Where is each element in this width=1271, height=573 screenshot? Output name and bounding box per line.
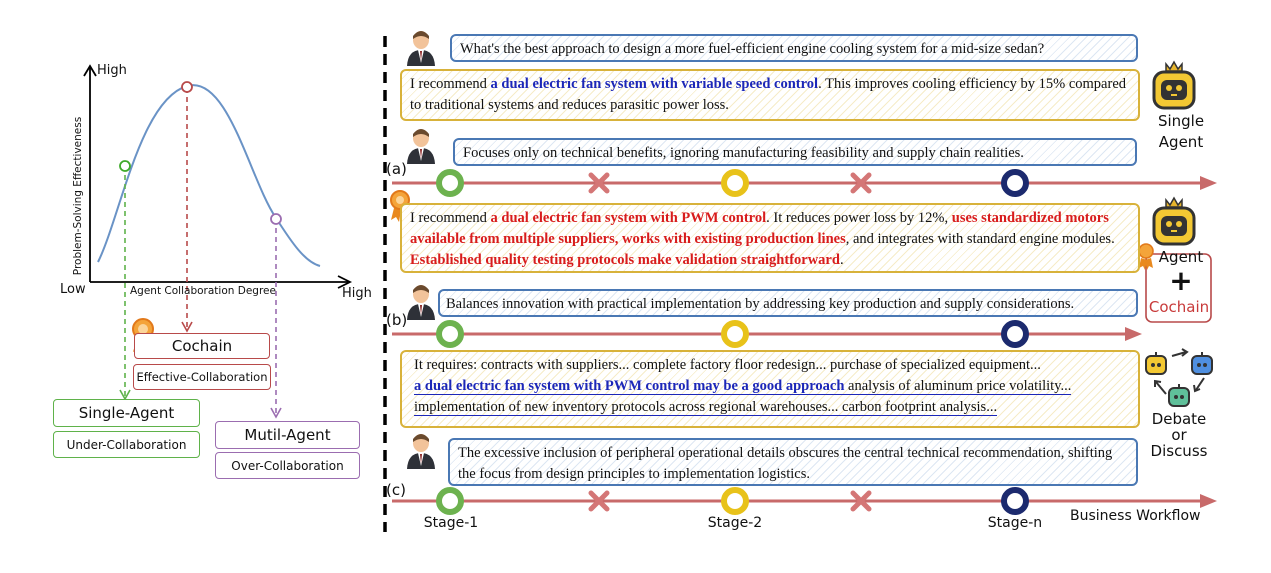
feedback-text: The excessive inclusion of peripheral op…: [458, 445, 1113, 482]
stage-2-marker: [721, 169, 749, 197]
stage-2-label: Stage-2: [707, 515, 763, 531]
feedback-text: Balances innovation with practical imple…: [446, 296, 1075, 312]
answer-text: .: [839, 252, 844, 268]
failure-cross-icon: [588, 172, 610, 194]
user-question-bubble: What's the best approach to design a mor…: [450, 34, 1138, 62]
multi-agent-box: Mutil-Agent: [215, 421, 360, 449]
user-feedback-bubble: Balances innovation with practical imple…: [438, 289, 1138, 317]
stage-1-marker: [436, 169, 464, 197]
answer-text: , and integrates with standard engine mo…: [845, 231, 1115, 247]
user-feedback-bubble: The excessive inclusion of peripheral op…: [448, 438, 1138, 486]
user-avatar-icon: [407, 434, 435, 469]
cochain-side-label: Cochain: [1148, 298, 1210, 316]
or-label: or: [1171, 426, 1187, 444]
plus-icon: +: [1169, 264, 1193, 297]
stage-1-label: Stage-1: [423, 515, 479, 531]
stage-n-label: Stage-n: [987, 515, 1043, 531]
debate-label: Debate: [1151, 410, 1207, 428]
agent-cochain-box: [1145, 253, 1212, 323]
user-avatar-icon: [407, 285, 435, 320]
answer-highlight: a dual electric fan system with PWM cont…: [414, 378, 845, 395]
answer-text: . This improves cooling efficiency by 15…: [410, 76, 1127, 113]
cochain-answer-bubble: I recommend a dual electric fan system w…: [400, 203, 1140, 273]
multi-agent-label: Mutil-Agent: [244, 426, 331, 444]
single-agent-sub-box: Under-Collaboration: [53, 431, 200, 458]
answer-text: analysis of aluminum price volatility...: [844, 378, 1072, 395]
answer-highlight: uses standardized motors available from …: [410, 210, 1109, 247]
cochain-arrow-icon: [181, 321, 193, 333]
multi-agent-sub-label: Over-Collaboration: [231, 458, 344, 473]
x-axis-arrow-icon: [337, 275, 353, 289]
y-axis-label: Problem-Solving Effectiveness: [72, 116, 84, 276]
answer-text: . It reduces power loss by 12%,: [766, 210, 952, 226]
single-agent-point: [119, 160, 131, 172]
stage-1-marker: [436, 320, 464, 348]
single-agent-answer-bubble: I recommend a dual electric fan system w…: [400, 69, 1140, 121]
cochain-sub-label: Effective-Collaboration: [136, 370, 268, 384]
debate-robots-icon: [1145, 348, 1213, 407]
x-high-label: High: [342, 286, 372, 301]
effectiveness-curve: [97, 84, 321, 267]
cochain-point: [181, 81, 193, 93]
x-low-label: Low: [60, 282, 86, 297]
stage-n-marker: [1001, 487, 1029, 515]
failure-cross-icon: [850, 490, 872, 512]
answer-highlight: a dual electric fan system with PWM cont…: [490, 210, 767, 226]
answer-line: implementation of new inventory protocol…: [414, 399, 998, 416]
answer-text: I recommend: [410, 76, 491, 92]
workflow-arrow-b: [392, 327, 1142, 341]
answer-highlight: a dual electric fan system with variable…: [490, 76, 819, 92]
user-avatar-icon: [407, 31, 435, 66]
panel-label-b: (b): [386, 311, 408, 329]
question-text: What's the best approach to design a mor…: [460, 41, 1045, 57]
single-agent-label: Single-Agent: [78, 404, 175, 422]
answer-line: It requires: contracts with suppliers...…: [414, 357, 1041, 373]
cochain-label: Cochain: [171, 337, 233, 355]
answer-highlight: Established quality testing protocols ma…: [410, 252, 840, 268]
failure-cross-icon: [850, 172, 872, 194]
stage-1-marker: [436, 487, 464, 515]
stage-n-marker: [1001, 320, 1029, 348]
y-axis-arrow-icon: [83, 64, 97, 77]
multi-agent-answer-bubble: It requires: contracts with suppliers...…: [400, 350, 1140, 428]
cochain-box: Cochain: [134, 333, 270, 359]
multi-agent-sub-box: Over-Collaboration: [215, 452, 360, 479]
agent-label: Agent: [1158, 248, 1204, 266]
panel-label-a: (a): [386, 160, 407, 178]
single-agent-box: Single-Agent: [53, 399, 200, 427]
robot-icon: [1152, 60, 1196, 110]
x-axis-label: Agent Collaboration Degree: [130, 285, 276, 297]
single-label: Single: [1157, 112, 1205, 130]
single-agent-sub-label: Under-Collaboration: [66, 437, 187, 452]
panel-label-c: (c): [386, 481, 406, 499]
cochain-sub-box: Effective-Collaboration: [133, 364, 271, 390]
stage-2-marker: [721, 487, 749, 515]
workflow-arrow-a: [392, 176, 1217, 190]
feedback-text: Focuses only on technical benefits, igno…: [463, 145, 1024, 161]
multi-agent-arrow-icon: [270, 407, 282, 419]
user-feedback-bubble: Focuses only on technical benefits, igno…: [453, 138, 1137, 166]
stage-n-marker: [1001, 169, 1029, 197]
discuss-label: Discuss: [1150, 442, 1208, 460]
robot-icon: [1152, 196, 1196, 246]
business-workflow-label: Business Workflow: [1070, 508, 1201, 524]
y-high-label: High: [97, 63, 127, 78]
medal-icon: [1138, 243, 1154, 270]
agent-label: Agent: [1158, 133, 1204, 151]
multi-agent-point: [270, 213, 282, 225]
workflow-arrow-c: [392, 494, 1217, 508]
failure-cross-icon: [588, 490, 610, 512]
answer-text: I recommend: [410, 210, 491, 226]
user-avatar-icon: [407, 129, 435, 164]
stage-2-marker: [721, 320, 749, 348]
